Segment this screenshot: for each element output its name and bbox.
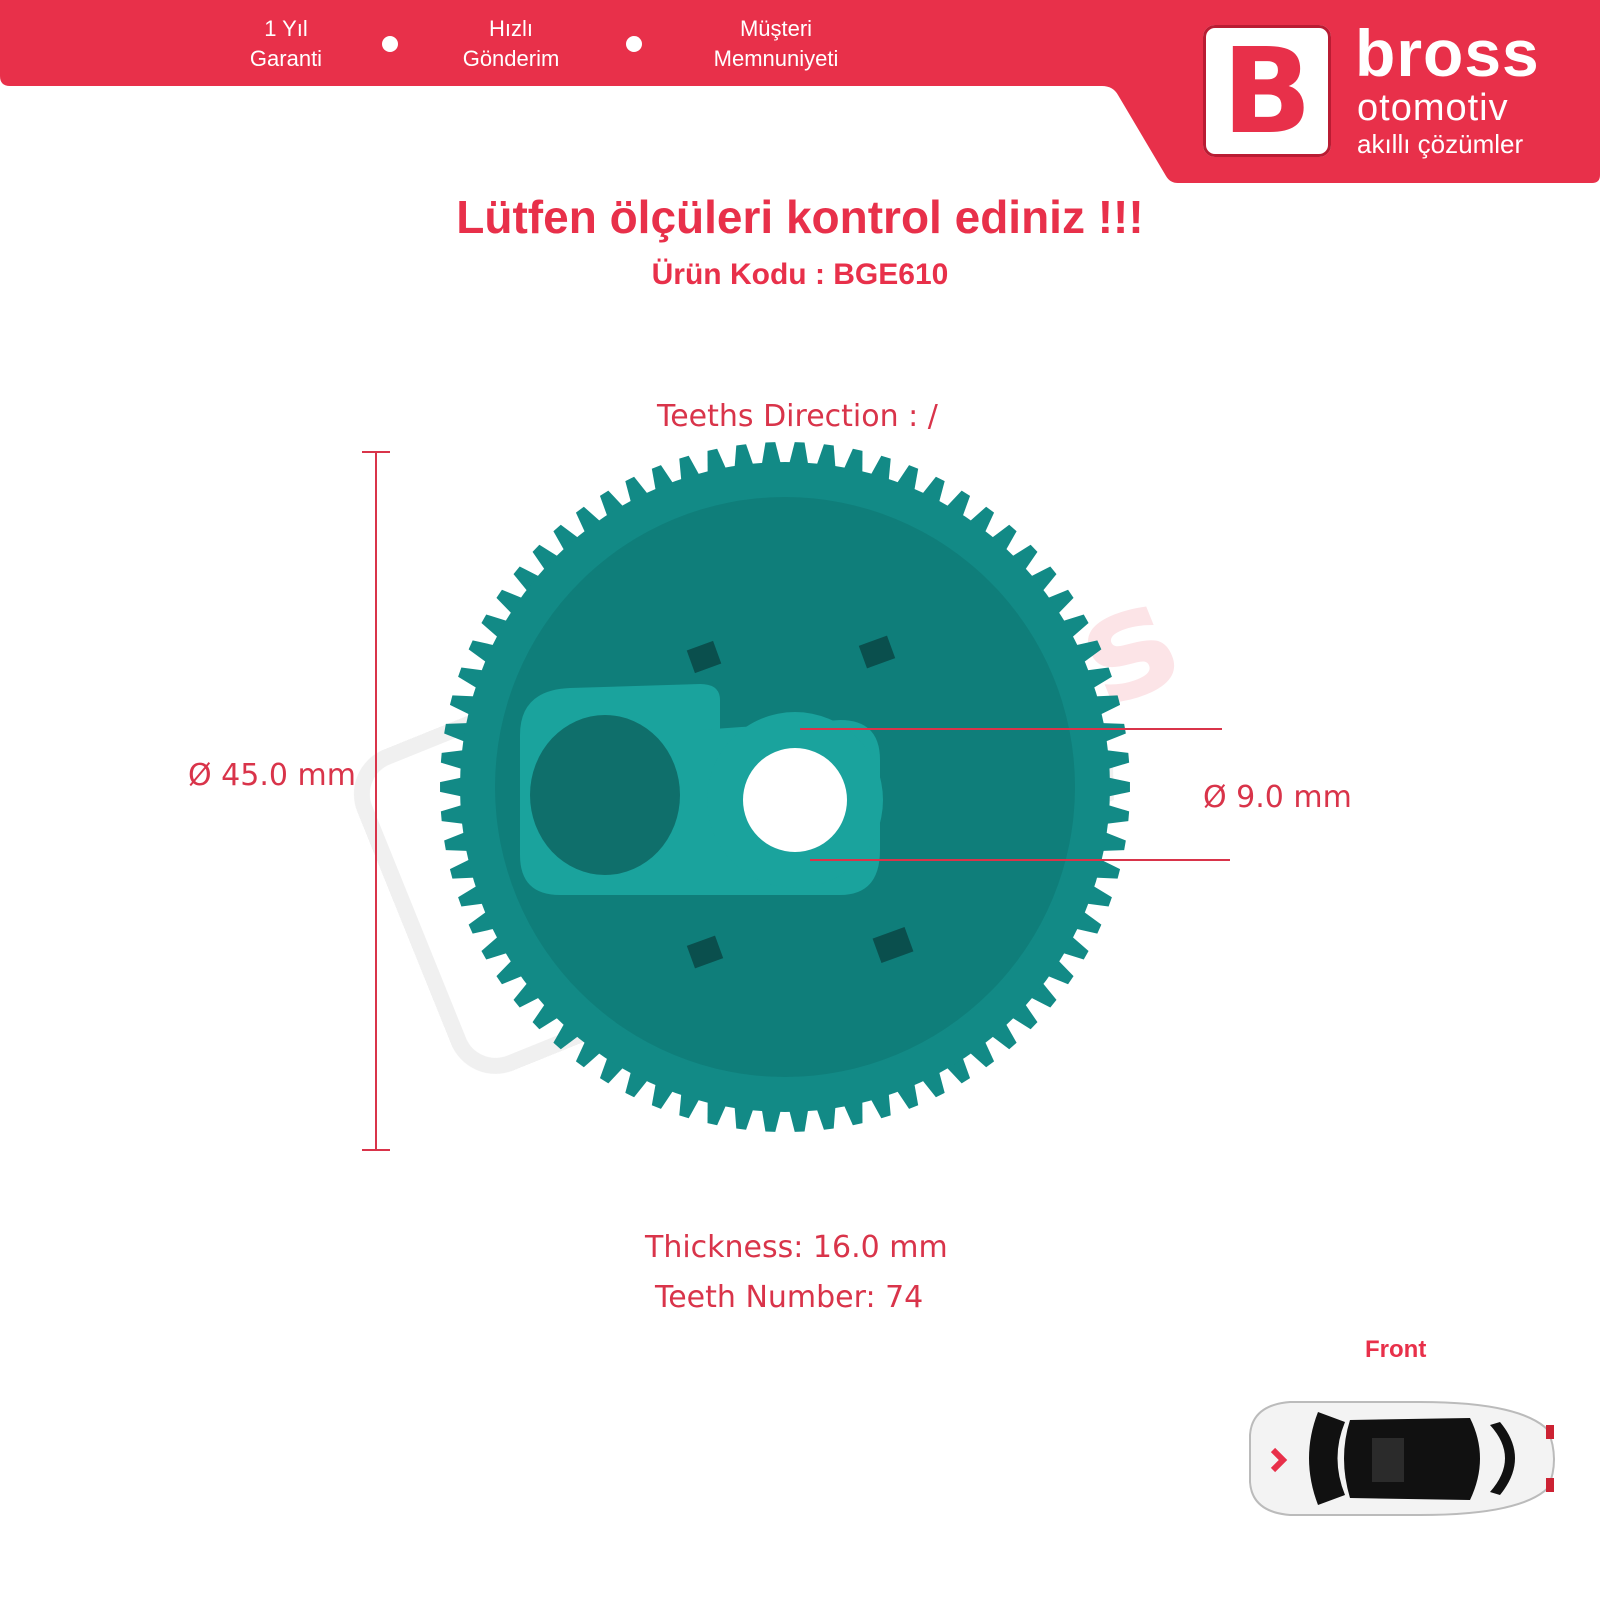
gear-slot — [858, 635, 896, 669]
outer-diameter-label: Ø 45.0 mm — [188, 758, 356, 793]
banner-shape — [0, 0, 1600, 183]
product-code: Ürün Kodu : BGE610 — [651, 258, 949, 291]
separator-dot — [382, 36, 398, 52]
page-title: Lütfen ölçüleri kontrol ediniz !!! — [456, 191, 1144, 243]
badge-satisfaction-line1: Müşteri — [739, 16, 813, 41]
badge-shipping-line2: Gönderim — [462, 46, 560, 71]
separator-dot — [626, 36, 642, 52]
badge-satisfaction: Müşteri Memnuniyeti — [676, 14, 876, 74]
brand-tagline: akıllı çözümler — [1357, 129, 1524, 159]
thickness-label: Thickness: 16.0 mm — [645, 1230, 948, 1265]
car-top-view — [1249, 1401, 1555, 1516]
brand-name: bross — [1355, 16, 1540, 90]
gear-slot — [872, 926, 914, 964]
inner-diameter-label: Ø 9.0 mm — [1203, 780, 1352, 815]
dimension-lines — [362, 451, 1230, 1151]
badge-warranty: 1 Yıl Garanti — [186, 14, 386, 74]
logo-letter: B — [1222, 22, 1312, 160]
badge-satisfaction-line2: Memnuniyeti — [713, 46, 839, 71]
gear-slot — [686, 935, 724, 969]
top-banner: 1 Yıl Garanti Hızlı Gönderim Müşteri Mem… — [0, 0, 1600, 185]
gear-slot — [686, 640, 722, 674]
badge-shipping: Hızlı Gönderim — [411, 14, 611, 74]
badge-warranty-line1: 1 Yıl — [264, 16, 308, 41]
teeth-number-label: Teeth Number: 74 — [655, 1280, 924, 1315]
badge-shipping-line1: Hızlı — [489, 16, 533, 41]
hub-socket — [530, 715, 680, 875]
center-hole — [743, 748, 847, 852]
teeth-direction-label: Teeths Direction : / — [657, 399, 938, 434]
badge-warranty-line2: Garanti — [249, 46, 323, 71]
front-label: Front — [1365, 1336, 1427, 1363]
brand-logo: B — [1203, 25, 1331, 157]
brand-subtitle: otomotiv — [1357, 87, 1509, 129]
